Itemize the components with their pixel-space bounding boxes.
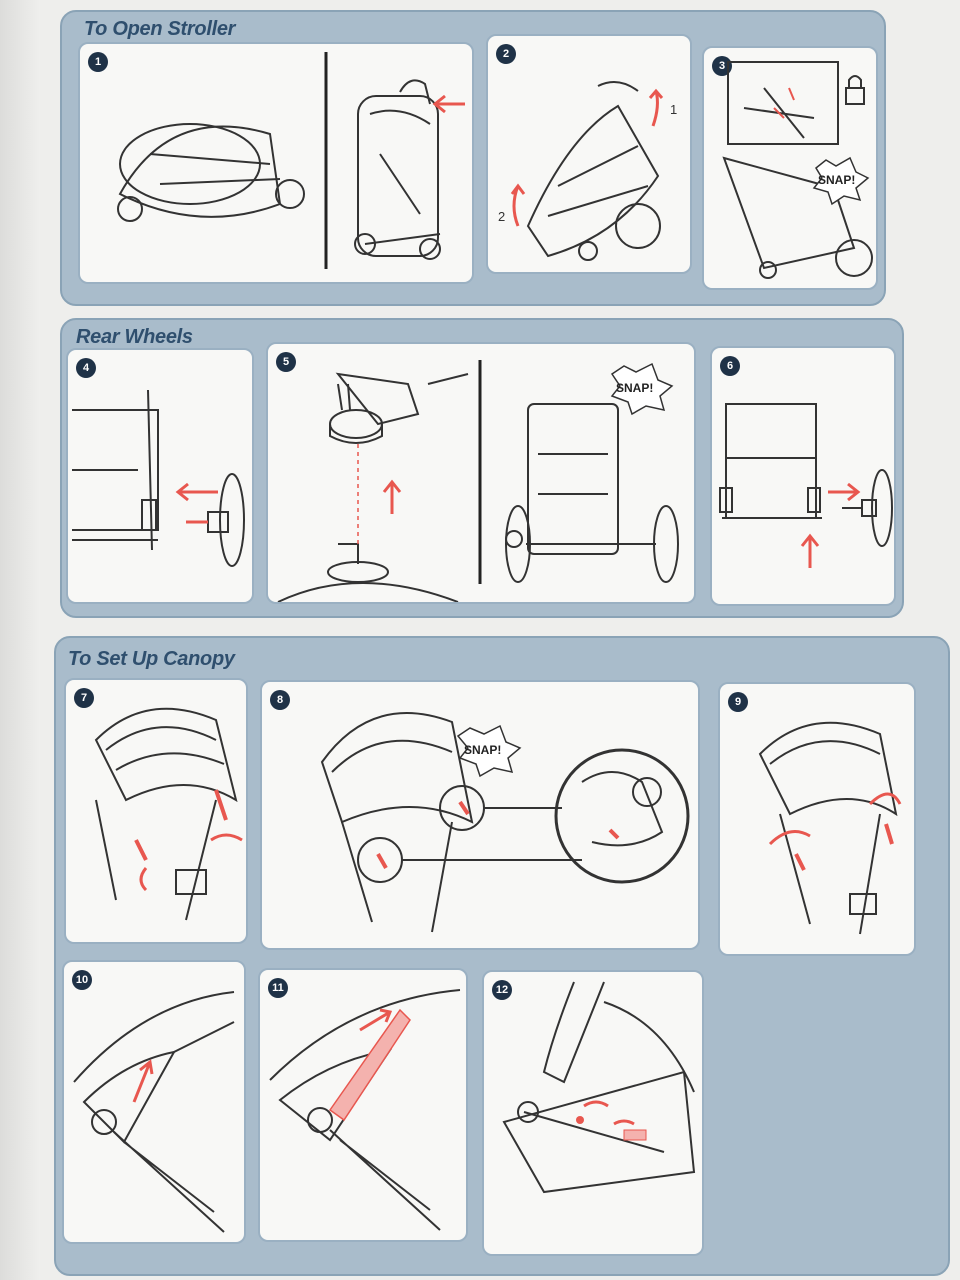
panel-step-5: 5 SNAP!	[266, 342, 696, 604]
wheel-axle-insert-illustration: SNAP!	[277, 360, 679, 602]
step-number-7: 7	[74, 688, 94, 708]
panel-step-12: 12	[482, 970, 704, 1256]
adjust-strap-highlight	[623, 1129, 647, 1141]
section-title-open-stroller: To Open Stroller	[84, 18, 236, 40]
section-title-rear-wheels: Rear Wheels	[76, 326, 193, 348]
folded-stroller-illustration	[117, 52, 465, 269]
canopy-clip-illustration	[94, 707, 243, 921]
panel-step-11: 11	[258, 968, 468, 1242]
step-number-8: 8	[270, 690, 290, 710]
canopy-zipper-open-illustration	[73, 991, 235, 1233]
panel-step-7: 7	[64, 678, 248, 944]
arrow-label-1: 1	[670, 102, 677, 117]
extend-panel-highlight	[328, 1008, 411, 1122]
section-title-canopy: To Set Up Canopy	[68, 648, 235, 670]
step-number-11: 11	[268, 978, 288, 998]
clip-arrow-icon	[210, 833, 243, 842]
adjust-arrow-icon	[583, 1100, 609, 1108]
step-number-5: 5	[276, 352, 296, 372]
panel-step-10: 10	[62, 960, 246, 1244]
panel-step-3: 3 SNAP!	[702, 46, 878, 290]
rear-wheel-attach-illustration	[72, 389, 245, 567]
panel-step-1: 1	[78, 42, 474, 284]
extend-arrow-icon	[359, 1008, 393, 1032]
panel-step-2: 2 1 2	[486, 34, 692, 274]
rear-wheel-remove-illustration	[719, 403, 893, 568]
empty-canopy-space	[716, 964, 936, 1264]
step-number-9: 9	[728, 692, 748, 712]
attach-arrow-icon	[175, 482, 218, 502]
snap-label: SNAP!	[818, 173, 855, 187]
remove-arrow-icon	[828, 482, 861, 502]
panel-step-8: 8 SNAP!	[260, 680, 700, 950]
panel-step-6: 6	[710, 346, 896, 606]
step-number-10: 10	[72, 970, 92, 990]
page-binding-shadow	[0, 0, 40, 1280]
canopy-panel-extend-illustration	[269, 989, 461, 1231]
clip-arrow-icon-2	[139, 867, 148, 892]
rotate-arrow-icon	[868, 792, 902, 806]
panel-step-9: 9	[718, 682, 916, 956]
press-up-arrow-icon	[800, 533, 820, 568]
canopy-snap-detail-illustration: SNAP!	[320, 712, 690, 933]
step-number-1: 1	[88, 52, 108, 72]
canopy-adjust-illustration	[502, 981, 696, 1194]
lift-arrow-icon	[648, 88, 664, 127]
snap-burst-icon-2	[610, 362, 674, 416]
snap-burst-icon-3	[456, 724, 522, 778]
step-number-2: 2	[496, 44, 516, 64]
push-arrow-icon	[510, 183, 526, 227]
rotate-arrow-icon-2	[768, 830, 811, 846]
step-number-4: 4	[76, 358, 96, 378]
step-number-6: 6	[720, 356, 740, 376]
step-number-12: 12	[492, 980, 512, 1000]
canopy-rotate-illustration	[758, 721, 902, 935]
lock-icon	[845, 75, 865, 105]
adjust-arrow-icon-2	[613, 1119, 635, 1126]
snap-burst-icon	[812, 156, 870, 206]
insert-up-arrow-icon	[382, 479, 402, 514]
zipper-up-arrow-icon	[132, 1059, 154, 1103]
unfolding-stroller-illustration: 1 2	[498, 81, 677, 261]
snap-label-3: SNAP!	[464, 743, 501, 757]
locking-stroller-illustration: SNAP!	[722, 61, 873, 279]
arrow-label-2: 2	[498, 209, 505, 224]
open-arrow-icon	[432, 94, 465, 114]
panel-step-4: 4	[66, 348, 254, 604]
snap-label-2: SNAP!	[616, 381, 653, 395]
